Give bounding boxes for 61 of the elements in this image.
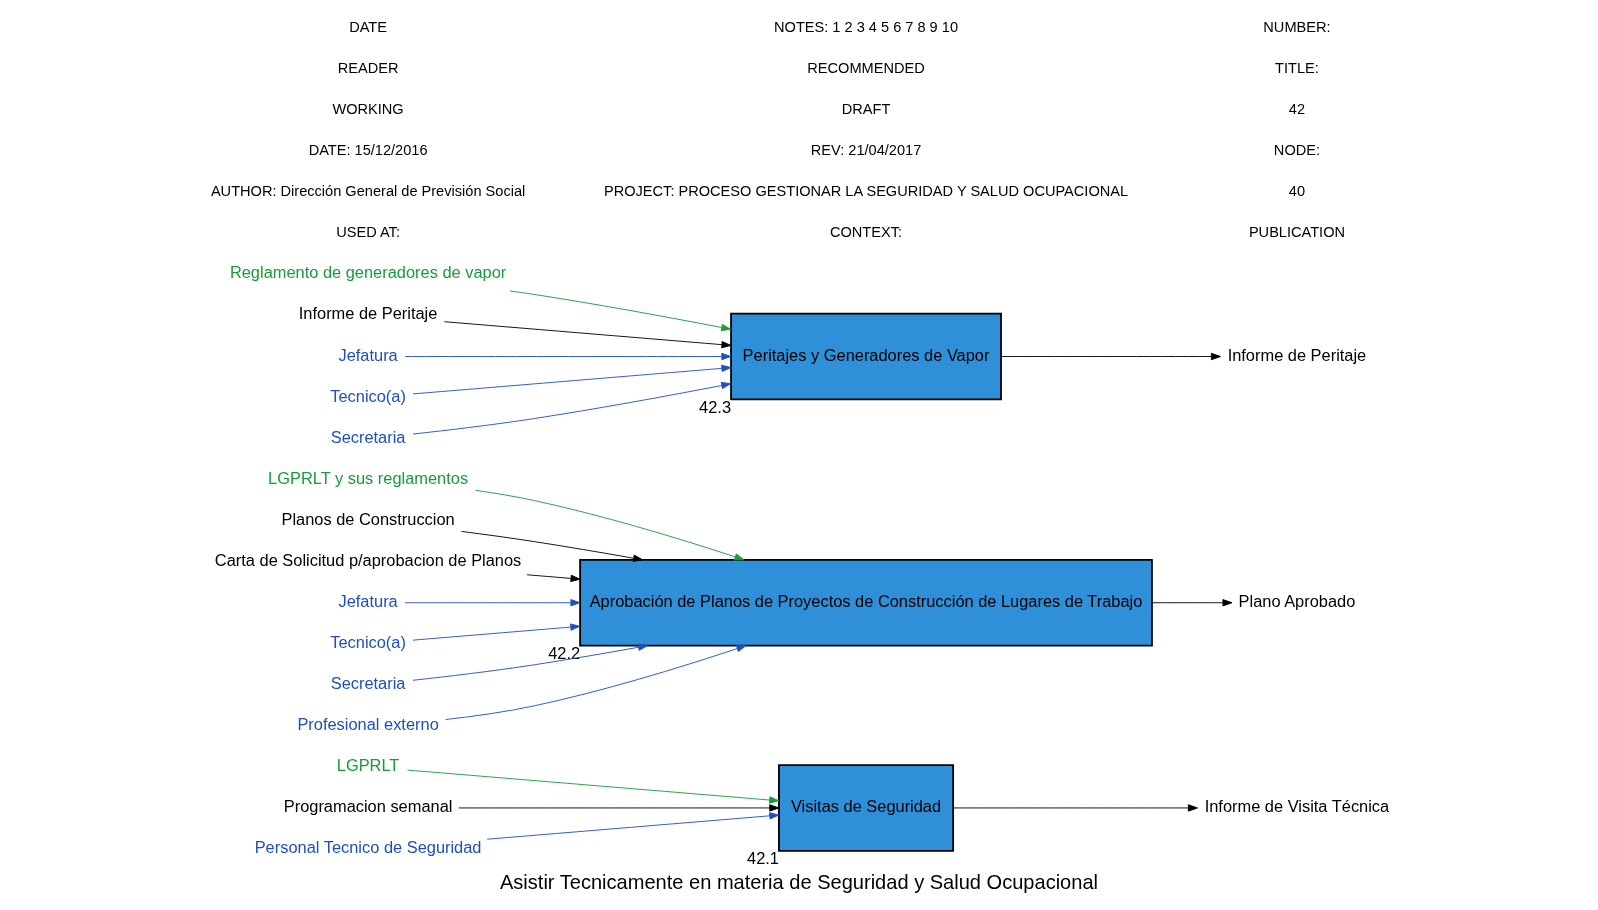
node-text: Programacion semanal (283, 796, 453, 815)
node-text: Jefatura (338, 345, 398, 364)
label: PUBLICATION (1248, 223, 1346, 240)
label: TITLE: (1275, 59, 1319, 76)
node-text: Plano Aprobado (1238, 591, 1356, 610)
node-text: Tecnico(a) (330, 386, 406, 405)
arrow (486, 812, 780, 840)
node-text: Reglamento de generadores de vapor (229, 263, 507, 282)
arrow (1000, 352, 1221, 361)
node-label: 42.3 (699, 397, 732, 416)
arrow (526, 574, 581, 583)
label: 40 (1288, 182, 1306, 199)
node-text: Tecnico(a) (330, 632, 406, 651)
node-text: Informe de Visita Técnica (1204, 796, 1390, 815)
arrow (461, 531, 644, 562)
node-label: 42.2 (548, 643, 581, 662)
label: PROJECT: PROCESO GESTIONAR LA SEGURIDAD Y SALUD OCUPACIONAL (603, 182, 1129, 199)
node-text: Personal Tecnico de Seguridad (254, 837, 482, 856)
label: USED AT: (336, 223, 400, 240)
node-text: Informe de Peritaje (1227, 345, 1367, 364)
arrow (404, 352, 732, 361)
label: WORKING (332, 100, 404, 117)
arrow (404, 599, 581, 607)
node-text: Planos de Construccion (281, 509, 455, 528)
label: RECOMMENDED (807, 59, 925, 76)
label: NODE: (1273, 141, 1321, 158)
label: CONTEXT: (829, 223, 903, 240)
label: DRAFT (841, 100, 891, 117)
arrow (952, 804, 1198, 812)
arrow (412, 381, 732, 435)
node-label: 42.1 (747, 848, 779, 867)
node-text: LGPRLT y sus reglamentos (268, 468, 469, 487)
label: READER (337, 59, 399, 76)
node-text: Profesional externo (297, 714, 439, 733)
arrow (1151, 599, 1233, 607)
label: AUTHOR: Dirección General de Previsión Social (210, 182, 526, 199)
diagram-title: Asistir Tecnicamente en materia de Seguridad y Salud Ocupacional (499, 870, 1099, 893)
node-text: LGPRLT (336, 755, 400, 774)
node-text: Jefatura (338, 591, 398, 610)
label: REV: 21/04/2017 (810, 141, 922, 158)
arrow (445, 645, 747, 720)
node-text: Secretaria (330, 673, 406, 692)
label: 42 (1288, 100, 1306, 117)
arrow (412, 623, 581, 641)
node-box: Visitas de Seguridad (778, 764, 955, 852)
node-text: Informe de Peritaje (298, 304, 438, 323)
label: NUMBER: (1263, 18, 1331, 35)
node-box: Peritajes y Generadores de Vapor (730, 312, 1002, 401)
arrow (412, 364, 732, 395)
arrow (474, 489, 745, 561)
label: DATE: 15/12/2016 (308, 141, 428, 158)
node-text: Carta de Solicitud p/aprobacion de Planos (214, 550, 522, 569)
node-box: Aprobación de Planos de Proyectos de Construcción de Lugares de Trabajo (579, 558, 1153, 647)
arrow (407, 769, 780, 804)
node-text: Secretaria (330, 427, 406, 446)
arrow (443, 321, 732, 349)
arrow (458, 804, 780, 812)
label: DATE (349, 18, 387, 35)
arrow (412, 643, 649, 681)
label: NOTES: 1 2 3 4 5 6 7 8 9 10 (774, 18, 959, 35)
arrow (509, 290, 732, 332)
